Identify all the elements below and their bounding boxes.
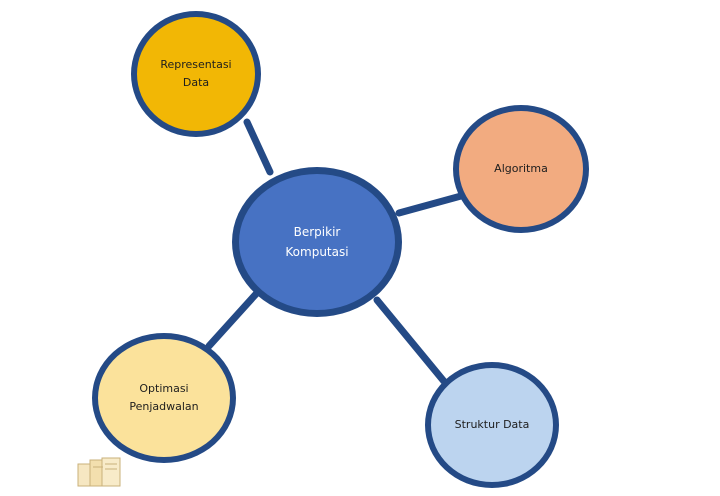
paper-stack-icon [77,457,121,487]
link-struktur [373,296,451,389]
link-optimasi [205,290,260,350]
node-label: Optimasi Penjadwalan [129,382,199,413]
node-label: Representasi Data [160,58,232,89]
link-algoritma [395,192,465,217]
node-representasi-data: Representasi Data [131,11,261,137]
node-label: Algoritma [494,162,548,175]
node-algoritma: Algoritma [453,105,589,233]
link-representasi [243,118,274,176]
node-optimasi-penjadwalan: Optimasi Penjadwalan [92,333,236,463]
node-struktur-data: Struktur Data [425,362,559,488]
node-berpikir-komputasi: Berpikir Komputasi [232,167,402,317]
node-label: Struktur Data [454,418,530,431]
node-label-center: Berpikir Komputasi [285,225,349,259]
